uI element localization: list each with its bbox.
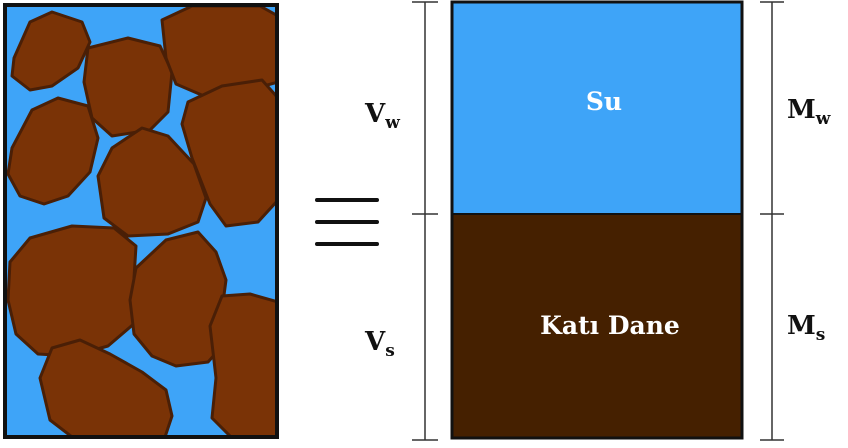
soil-grain <box>8 226 136 356</box>
equivalence-symbol <box>317 200 377 244</box>
mass-water-label: Mw <box>787 95 831 129</box>
phase-block: Su Katı Dane <box>452 2 742 438</box>
water-phase-label: Su <box>586 87 622 116</box>
soil-grain <box>84 38 172 136</box>
volume-dimension <box>412 2 438 440</box>
volume-water-label: Vw <box>364 99 400 133</box>
volume-solid-label: Vs <box>364 327 395 361</box>
mass-solid-label: Ms <box>787 311 825 345</box>
soil-sample <box>5 5 278 440</box>
solid-phase-label: Katı Dane <box>540 311 680 340</box>
mass-dimension <box>760 2 784 440</box>
soil-grain <box>210 294 278 440</box>
